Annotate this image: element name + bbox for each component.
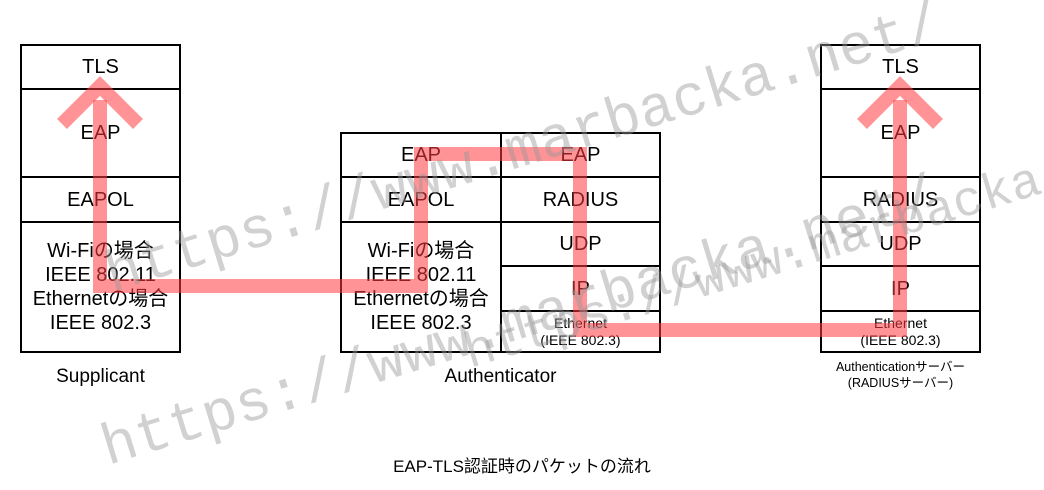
supplicant-tls-text: TLS: [82, 56, 119, 78]
authenticator-radius-layer: RADIUS: [500, 176, 661, 223]
authenticator-eapol-layer: EAPOL: [340, 176, 502, 223]
server-label-line-2: (RADIUSサーバー): [847, 375, 954, 390]
supplicant-eapol-text: EAPOL: [67, 188, 134, 211]
server-ethernet-layer: Ethernet (IEEE 802.3): [820, 310, 981, 353]
supplicant-phy-layer: Wi-Fiの場合 IEEE 802.11 Ethernetの場合 IEEE 80…: [20, 221, 181, 353]
supplicant-label: Supplicant: [56, 366, 145, 387]
authenticator-radius-text: RADIUS: [542, 188, 619, 211]
server-udp-layer: UDP: [820, 221, 981, 267]
supplicant-tls-layer: TLS: [20, 44, 181, 90]
authenticator-ethernet-layer: Ethernet (IEEE 802.3): [500, 310, 661, 353]
authenticator-eapol-text: EAPOL: [387, 188, 455, 211]
server-eap-layer: EAP: [820, 88, 981, 178]
authenticator-radius-eap-text: EAP: [560, 144, 601, 166]
supplicant-phy-line-1: Wi-Fiの場合: [47, 240, 154, 262]
supplicant-eapol-layer: EAPOL: [20, 176, 181, 223]
supplicant-phy-line-3: Ethernetの場合: [32, 288, 169, 310]
authenticator-udp-text: UDP: [559, 233, 602, 255]
server-eap-text: EAP: [880, 122, 921, 144]
authenticator-phy-line-3: Ethernetの場合: [353, 288, 489, 310]
authenticator-eap-text: EAP: [400, 144, 442, 166]
server-ethernet-line-1: Ethernet: [874, 315, 927, 332]
authenticator-ip-text: IP: [571, 277, 590, 300]
arrow-heads: [57, 76, 943, 129]
authenticator-phy-layer: Wi-Fiの場合 IEEE 802.11 Ethernetの場合 IEEE 80…: [340, 221, 502, 353]
server-ethernet-line-2: (IEEE 802.3): [860, 331, 941, 348]
authenticator-radius-eap-layer: EAP: [500, 132, 661, 178]
server-label-line-1: Authenticationサーバー: [835, 360, 966, 374]
authenticator-eap-layer: EAP: [340, 132, 502, 178]
server-radius-text: RADIUS: [862, 188, 939, 211]
diagram-caption: EAP-TLS認証時のパケットの流れ: [393, 457, 651, 476]
authenticator-phy-line-4: IEEE 802.3: [370, 312, 472, 334]
authenticator-phy-line-1: Wi-Fiの場合: [367, 240, 475, 262]
server-label: Authenticationサーバー (RADIUSサーバー): [800, 360, 1001, 391]
authenticator-ethernet-line-1: Ethernet: [554, 315, 607, 332]
authenticator-phy-line-2: IEEE 802.11: [365, 264, 477, 286]
server-tls-layer: TLS: [820, 44, 981, 90]
server-ip-text: IP: [891, 277, 910, 300]
authenticator-ip-layer: IP: [500, 265, 661, 312]
supplicant-eap-text: EAP: [80, 122, 121, 144]
supplicant-phy-line-4: IEEE 802.3: [49, 312, 152, 334]
supplicant-phy-line-2: IEEE 802.11: [45, 264, 156, 286]
authenticator-label: Authenticator: [444, 366, 557, 387]
authenticator-udp-layer: UDP: [500, 221, 661, 267]
authenticator-ethernet-line-2: (IEEE 802.3): [540, 331, 621, 348]
server-udp-text: UDP: [879, 233, 922, 255]
server-ip-layer: IP: [820, 265, 981, 312]
supplicant-eap-layer: EAP: [20, 88, 181, 178]
server-tls-text: TLS: [882, 56, 919, 78]
server-radius-layer: RADIUS: [820, 176, 981, 223]
